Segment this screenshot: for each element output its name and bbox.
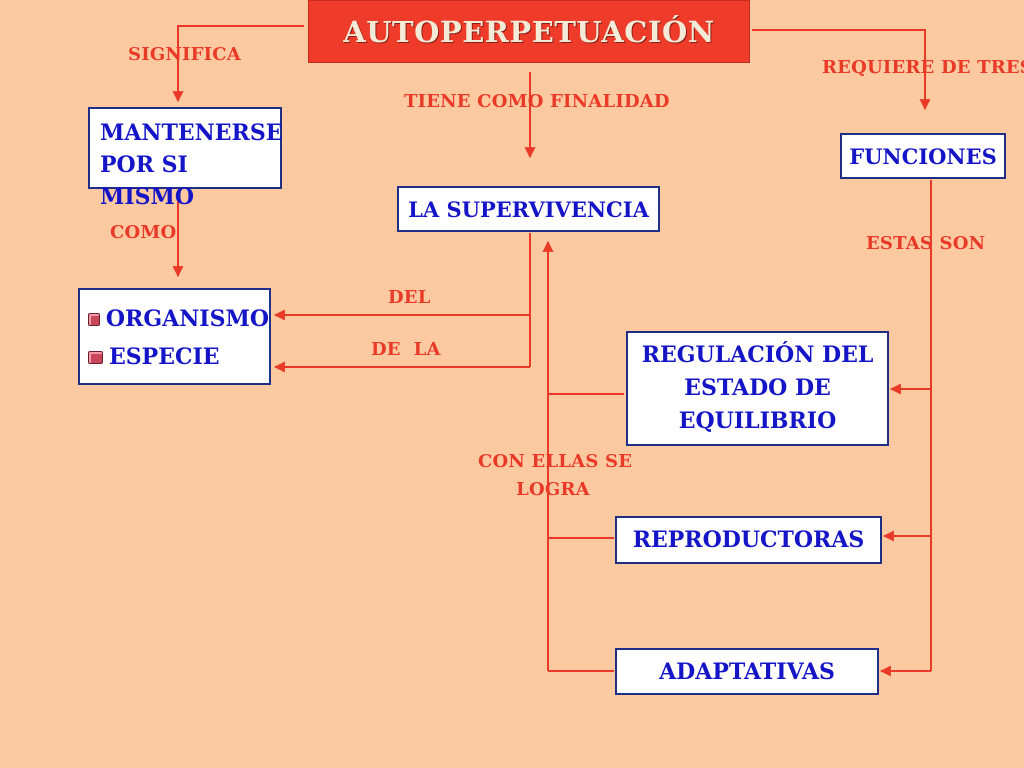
title-box: AUTOPERPETUACIÓN [308, 0, 750, 63]
node-supervivencia-label: LA SUPERVIVENCIA [408, 196, 649, 222]
node-regulacion: REGULACIÓN DEL ESTADO DE EQUILIBRIO [626, 331, 889, 446]
node-adaptativas-label: ADAPTATIVAS [659, 658, 835, 685]
node-mantenerse-line-1: MANTENERSE [100, 120, 283, 146]
node-funciones-label: FUNCIONES [849, 143, 997, 169]
node-adaptativas: ADAPTATIVAS [615, 648, 879, 695]
node-supervivencia: LA SUPERVIVENCIA [397, 186, 660, 232]
node-especie-label: ESPECIE [109, 344, 220, 370]
label-con-ellas-line-1: CON ELLAS SE [478, 451, 633, 472]
node-funciones: FUNCIONES [840, 133, 1006, 179]
bullet-icon [88, 350, 103, 364]
node-regulacion-line-3: EQUILIBRIO [678, 408, 837, 434]
node-organismo-especie: ORGANISMO ESPECIE [78, 288, 271, 385]
bullet-icon [88, 312, 100, 326]
label-de-la: DE LA [371, 339, 441, 360]
label-estas-son: ESTAS SON [866, 233, 986, 254]
list-item-especie: ESPECIE [88, 338, 269, 376]
label-con-ellas-line-2: LOGRA [516, 479, 590, 500]
list-item-organismo: ORGANISMO [88, 300, 269, 338]
label-con-ellas: CON ELLAS SE LOGRA [478, 448, 633, 504]
node-reproductoras-label: REPRODUCTORAS [632, 527, 865, 553]
label-como: COMO [110, 222, 177, 243]
edge-significa [172, 25, 304, 103]
node-mantenerse-line-2: POR SI MISMO [100, 152, 195, 210]
node-organismo-label: ORGANISMO [105, 306, 269, 332]
label-requiere: REQUIERE DE TRES [822, 57, 1024, 78]
label-significa: SIGNIFICA [128, 44, 241, 65]
node-reproductoras: REPRODUCTORAS [615, 516, 882, 564]
label-del: DEL [388, 287, 431, 308]
edge-requiere [752, 29, 931, 111]
page-title: AUTOPERPETUACIÓN [343, 14, 715, 49]
node-mantenerse: MANTENERSE POR SI MISMO [88, 107, 283, 210]
node-regulacion-line-1: REGULACIÓN DEL [641, 342, 874, 368]
label-finalidad: TIENE COMO FINALIDAD [404, 91, 670, 112]
node-regulacion-line-2: ESTADO DE [684, 375, 831, 401]
